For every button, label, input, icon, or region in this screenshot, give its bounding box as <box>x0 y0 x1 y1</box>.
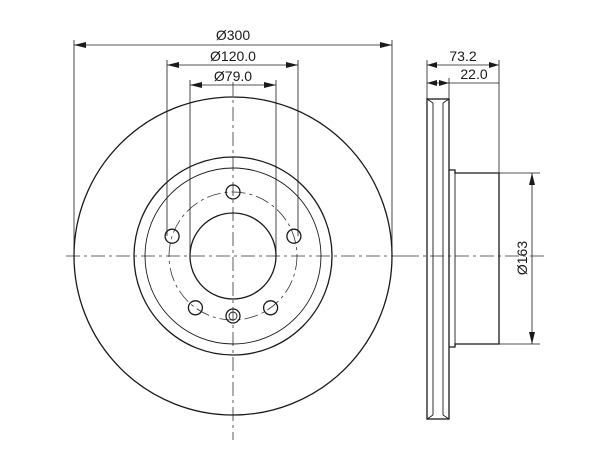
bolt-hole <box>225 184 241 200</box>
hat-inner-circle <box>144 167 322 345</box>
chamfer-top-right <box>442 98 450 104</box>
arrowhead-top <box>529 173 535 185</box>
chamfer-bottom-left <box>426 414 434 420</box>
hat-diameter-dimension: Ø163 <box>499 172 540 345</box>
outer-diameter-label: Ø300 <box>216 27 250 43</box>
outer-diameter-dimension: Ø300 <box>73 27 393 252</box>
locating-hole-outer <box>225 308 241 324</box>
friction-ring-outline <box>426 98 450 420</box>
front-view: Ø300 Ø120.0 Ø79.0 <box>66 27 405 440</box>
arrowhead-left <box>74 42 86 48</box>
total-height-label: 73.2 <box>449 48 476 64</box>
chamfer-top-left <box>426 98 434 104</box>
hat-outer-circle <box>133 156 333 356</box>
center-bore-label: Ø79.0 <box>214 68 252 84</box>
hat-diameter-label: Ø163 <box>514 241 530 275</box>
arrowhead-bottom <box>529 332 535 344</box>
arrowhead-right <box>380 42 392 48</box>
outer-rim-circle <box>73 96 393 416</box>
arrowhead-right <box>489 62 499 68</box>
arrowhead-left <box>190 82 202 88</box>
arrowhead-right <box>264 82 276 88</box>
disc-thickness-label: 22.0 <box>460 66 487 82</box>
center-bore-dimension: Ø79.0 <box>189 68 277 256</box>
height-dimensions: 73.2 22.0 <box>426 48 500 173</box>
arrowhead-mid <box>439 80 449 86</box>
bolt-hole <box>187 300 204 316</box>
bolt-holes <box>164 184 302 316</box>
bolt-circle-label: Ø120.0 <box>210 48 256 64</box>
bolt-hole <box>164 228 180 244</box>
locating-hole-inner <box>228 311 238 321</box>
bolt-hole <box>286 228 302 244</box>
bolt-circle-dimension: Ø120.0 <box>166 48 299 236</box>
arrowhead-left <box>427 62 437 68</box>
arrowhead-left <box>167 62 179 68</box>
bolt-hole <box>262 300 279 316</box>
side-view: 73.2 22.0 Ø163 <box>405 48 545 420</box>
arrowhead-left <box>427 80 437 86</box>
arrowhead-right <box>286 62 298 68</box>
hat-outline <box>449 169 500 348</box>
chamfer-bottom-right <box>442 414 450 420</box>
